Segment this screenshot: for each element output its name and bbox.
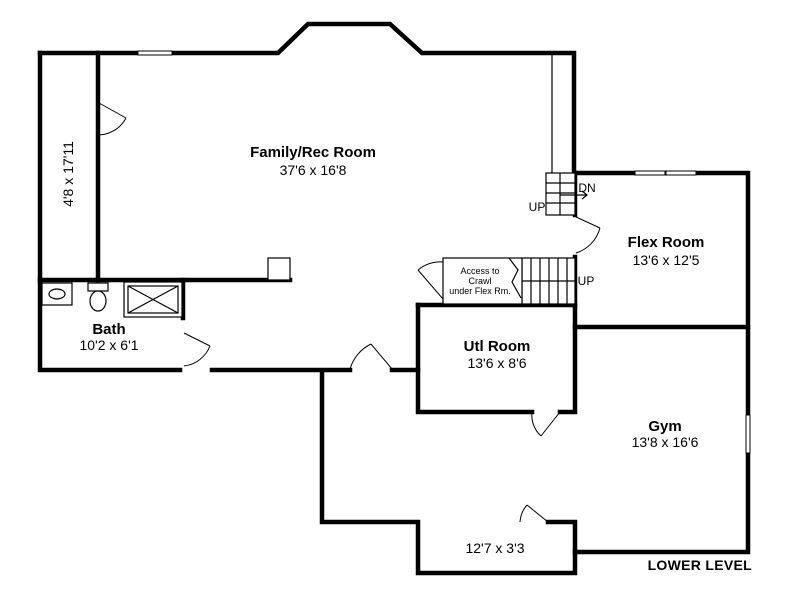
toilet-bowl [89, 290, 107, 312]
window-flex-1 [634, 170, 666, 176]
bath-name: Bath [92, 321, 125, 338]
fixtures [41, 257, 291, 318]
family-room-name: Family/Rec Room [250, 144, 376, 161]
alcove-wall [545, 519, 578, 555]
access-note-line2: Crawl [468, 276, 491, 286]
west-wall [37, 50, 183, 373]
utl-door[interactable] [531, 411, 561, 437]
bath-dims: 10'2 x 6'1 [79, 337, 138, 353]
support-post [267, 257, 291, 281]
crawl-access-box [442, 257, 523, 305]
toilet-tank [87, 282, 109, 292]
top-wall [37, 21, 751, 576]
upper-stair [545, 172, 588, 216]
window-gym [745, 414, 751, 454]
utl-room-wall-2 [415, 302, 535, 415]
window-top [137, 50, 173, 56]
lower-stair [442, 257, 576, 305]
utl-room-dims: 13'6 x 8'6 [467, 355, 526, 371]
utl-room-wall [415, 302, 578, 415]
upper-stair-down-label: DN [578, 181, 595, 195]
family-room-dims: 37'6 x 16'8 [280, 162, 347, 178]
crawl-access-door[interactable] [417, 261, 444, 300]
window-flex-2 [665, 170, 697, 176]
bath-door[interactable] [183, 332, 211, 367]
gym-dims: 13'8 x 16'6 [632, 434, 699, 450]
sink-basin [48, 288, 66, 300]
flex-room-name: Flex Room [628, 234, 705, 251]
closet-dims: 4'8 x 17'11 [60, 141, 76, 207]
level-label: LOWER LEVEL [648, 557, 753, 573]
gym-name: Gym [648, 418, 681, 435]
utl-room-name: Utl Room [464, 338, 531, 355]
access-note-line1: Access to [460, 266, 499, 276]
flex-door[interactable] [575, 216, 601, 254]
flex-room-dims: 13'6 x 12'5 [633, 252, 700, 268]
windows [137, 50, 751, 454]
lower-stair-up-label: UP [578, 274, 595, 288]
upper-stair-up-label: UP [529, 200, 546, 214]
closet-door[interactable] [98, 102, 127, 136]
family-south-door[interactable] [349, 343, 393, 370]
alcove-door[interactable] [519, 504, 549, 523]
doors [98, 102, 601, 523]
alcove-dims: 12'7 x 3'3 [465, 540, 524, 556]
access-note-line3: under Flex Rm. [449, 286, 511, 296]
